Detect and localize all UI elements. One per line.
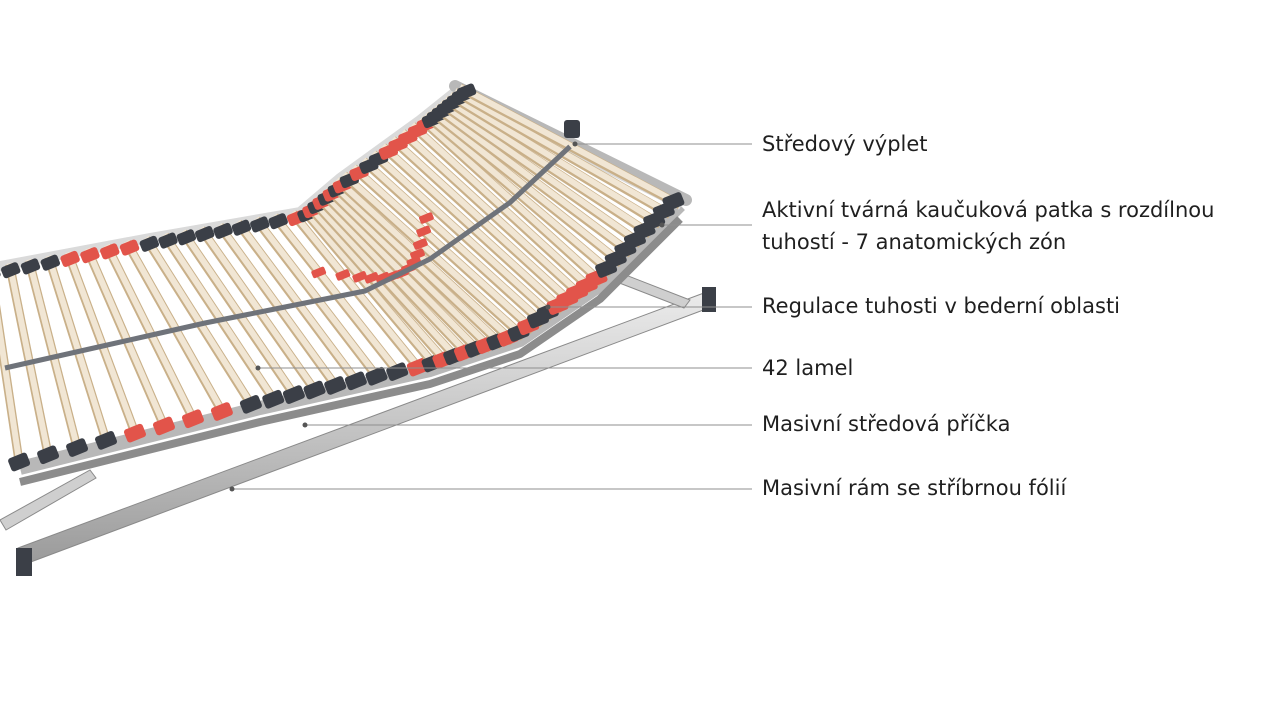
slat-cap	[139, 235, 160, 252]
slat-cap	[344, 371, 367, 391]
slat-cap	[181, 409, 204, 429]
slat-cap	[239, 395, 262, 414]
leader-lines	[229, 141, 752, 492]
lumbar-regulator	[352, 271, 368, 283]
slat-cap	[210, 402, 233, 421]
label-frame: Masivní rám se stříbrnou fólií	[762, 476, 1067, 500]
slat-cap	[60, 250, 80, 267]
lower-support-frame	[0, 264, 716, 576]
slat-cap	[152, 416, 175, 436]
slat-cap	[303, 380, 326, 400]
slat-cap	[176, 229, 197, 246]
lumbar-regulator	[410, 248, 425, 260]
slat-cap	[119, 239, 140, 256]
slat-cap	[100, 243, 120, 260]
slat-cap	[1, 262, 21, 279]
slatted-frame	[0, 80, 692, 486]
slat-cap	[213, 222, 233, 239]
leader-dot	[659, 222, 665, 228]
lumbar-regulator	[419, 212, 434, 224]
slat-cap	[195, 226, 215, 243]
slat-cap	[8, 452, 31, 472]
center-beam	[4, 144, 572, 371]
slat-cap	[95, 431, 118, 450]
label-lumbar-regulation: Regulace tuhosti v bederní oblasti	[762, 294, 1121, 318]
leader-dot	[572, 141, 578, 147]
lumbar-regulator	[406, 256, 422, 268]
slat-cap	[262, 389, 285, 409]
front-side-rail-shadow	[19, 216, 683, 486]
slat-cap	[124, 423, 146, 443]
slat-top	[458, 84, 682, 207]
slat-cap	[324, 376, 347, 395]
lumbar-regulator	[413, 238, 428, 250]
leader-dot	[302, 422, 308, 428]
head-adjust-knob	[564, 120, 580, 138]
slat-cap	[282, 385, 305, 404]
slat-cap	[662, 192, 685, 211]
lumbar-regulator	[311, 266, 327, 279]
label-center-filler: Středový výplet	[762, 132, 928, 156]
slat-cap	[37, 445, 60, 465]
lumbar-regulator	[335, 269, 351, 281]
label-center-beam: Masivní středová příčka	[762, 412, 1011, 436]
lumbar-regulator	[416, 225, 432, 238]
lumbar-regulator	[364, 272, 379, 284]
leader-dot	[229, 486, 235, 492]
slat-cap	[20, 258, 41, 275]
slat-cap	[250, 216, 270, 233]
slat-cap	[40, 254, 61, 271]
label-rubber-pad: Aktivní tvárná kaučuková patka s rozdíln…	[762, 198, 1215, 254]
slat-cap	[268, 213, 288, 230]
slat-cap	[231, 219, 252, 236]
slat-cap	[66, 438, 89, 457]
slat-cap	[365, 366, 388, 386]
slat-cap	[158, 232, 178, 249]
leader-dot	[545, 304, 551, 310]
slat-cap	[80, 247, 100, 264]
leader-dot	[255, 365, 261, 371]
label-slats: 42 lamel	[762, 356, 854, 380]
slat-cap	[456, 83, 477, 100]
slat-cap	[386, 362, 409, 382]
